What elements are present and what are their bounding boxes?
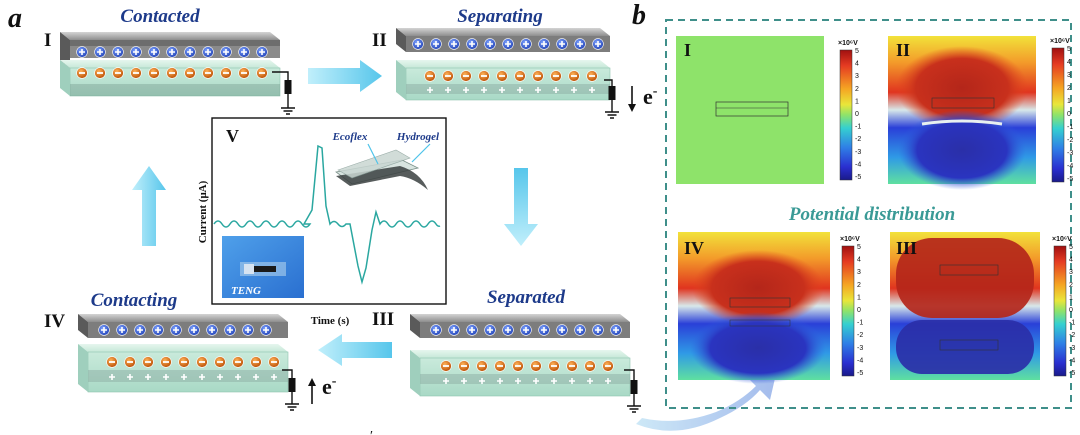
colorbar-tick-label: -5 — [1067, 176, 1073, 183]
colorbar-tick-label: 0 — [1069, 307, 1073, 314]
inset-label: V — [226, 126, 239, 146]
colorbar-gradient — [839, 49, 853, 181]
map-iii-label: III — [896, 238, 917, 258]
photo-label: TENG — [231, 285, 261, 297]
map-ii-label: II — [896, 40, 910, 60]
potential-title: Potential distribution — [788, 204, 955, 225]
colorbar-unit: ×10⁶V — [838, 40, 858, 47]
colorbar-tick-label: 1 — [1067, 98, 1071, 105]
arrow-i-to-ii — [308, 60, 382, 92]
colorbar-tick-label: 2 — [1069, 282, 1073, 289]
state-iii-label: III — [372, 309, 394, 330]
arrow-ii-to-iii — [504, 168, 538, 246]
colorbar-tick-label: 0 — [857, 307, 861, 314]
colorbar-tick-label: -2 — [855, 136, 861, 143]
colorbar-tick-label: -5 — [855, 174, 861, 181]
colorbar-tick-label: -4 — [855, 161, 861, 168]
colorbar-tick-label: 1 — [857, 294, 861, 301]
colorbar-tick-label: 0 — [855, 111, 859, 118]
state-iv-electron-label: e- — [322, 374, 337, 399]
panel-b-letter: b — [632, 0, 646, 31]
state-ii-electron-label: e- — [643, 84, 658, 109]
colorbar-tick-label: -4 — [1067, 163, 1073, 170]
state-i-device: I Contacted — [44, 6, 296, 115]
colorbar-tick-label: 5 — [855, 48, 859, 55]
colorbar-tick-label: -1 — [1067, 124, 1073, 131]
colorbar-tick-label: -1 — [1069, 320, 1075, 327]
colorbar-tick-label: 4 — [1067, 59, 1071, 66]
colorbars: ×10⁶V543210-1-2-3-4-5×10⁶V543210-1-2-3-4… — [838, 38, 1075, 377]
colorbar-tick-label: 3 — [1069, 269, 1073, 276]
colorbar-tick-label: -3 — [857, 345, 863, 352]
colorbar-tick-label: -4 — [857, 357, 863, 364]
colorbar-tick-label: -3 — [855, 149, 861, 156]
arrow-iv-to-i — [132, 166, 166, 246]
state-iv-device: IV Contacting e- — [44, 290, 337, 411]
state-i-label: I — [44, 30, 51, 51]
colorbar-gradient — [1053, 245, 1067, 377]
state-ii-label: II — [372, 30, 387, 51]
colorbar-tick-label: -2 — [857, 332, 863, 339]
potential-map-iv: IV — [678, 232, 830, 384]
state-iv-title: Contacting — [91, 290, 178, 311]
colorbar-unit: ×10⁶V — [1050, 38, 1070, 45]
potential-panel-border — [665, 19, 1072, 409]
panel-a-letter: a — [8, 3, 22, 34]
colorbar-gradient — [1051, 47, 1065, 183]
colorbar-tick-label: -2 — [1067, 137, 1073, 144]
potential-map-i: I — [676, 36, 824, 184]
layer-label-hydrogel: Hydrogel — [396, 131, 440, 143]
colorbar-tick-label: 5 — [1069, 244, 1073, 251]
colorbar-tick-label: -4 — [1069, 357, 1075, 364]
colorbar-tick-label: -2 — [1069, 332, 1075, 339]
colorbar-tick-label: 5 — [1067, 46, 1071, 53]
colorbar-unit: ×10⁶V — [1052, 236, 1072, 243]
layer-label-ecoflex: Ecoflex — [332, 131, 368, 143]
state-i-title: Contacted — [120, 6, 200, 27]
colorbar-tick-label: -5 — [1069, 370, 1075, 377]
potential-map-iii: III — [890, 232, 1040, 380]
colorbar-tick-label: 2 — [1067, 85, 1071, 92]
map-iv-label: IV — [684, 238, 704, 258]
colorbar-tick-label: 1 — [855, 98, 859, 105]
colorbar-tick-label: 4 — [855, 61, 859, 68]
map-i-label: I — [684, 40, 691, 60]
colorbar-tick-label: 3 — [1067, 72, 1071, 79]
arrow-iii-to-iv — [318, 334, 392, 366]
state-ii-device: II Separating e- — [372, 6, 658, 119]
current-trace — [213, 144, 441, 285]
colorbar-tick-label: 1 — [1069, 294, 1073, 301]
state-iii-device: III Separated — [372, 287, 642, 413]
colorbar-unit: ×10⁶V — [840, 236, 860, 243]
state-ii-title: Separating — [457, 6, 543, 27]
colorbar-tick-label: 0 — [1067, 111, 1071, 118]
colorbar-tick-label: 2 — [857, 282, 861, 289]
state-iii-title: Separated — [487, 287, 566, 308]
colorbar-tick-label: 3 — [855, 73, 859, 80]
colorbar-tick-label: 3 — [857, 269, 861, 276]
colorbar-tick-label: -5 — [857, 370, 863, 377]
state-iv-label: IV — [44, 311, 65, 332]
inset-xlabel: Time (s) — [311, 315, 350, 327]
colorbar-tick-label: 2 — [855, 86, 859, 93]
potential-map-ii: II — [888, 36, 1036, 190]
ecoflex-hydrogel-sketch — [335, 149, 428, 190]
teng-photo: TENG — [222, 236, 304, 298]
svg-text:′: ′ — [370, 429, 373, 435]
colorbar-tick-label: 4 — [857, 257, 861, 264]
colorbar-gradient — [841, 245, 855, 377]
colorbar-tick-label: -3 — [1067, 150, 1073, 157]
inset-current-plot: V Current (μA) Time (s) Ecoflex Hydrogel… — [197, 117, 447, 327]
colorbar-tick-label: -3 — [1069, 345, 1075, 352]
colorbar-tick-label: 4 — [1069, 257, 1073, 264]
inset-ylabel: Current (μA) — [197, 180, 209, 243]
colorbar-tick-label: 5 — [857, 244, 861, 251]
colorbar-tick-label: -1 — [855, 124, 861, 131]
colorbar-tick-label: -1 — [857, 320, 863, 327]
